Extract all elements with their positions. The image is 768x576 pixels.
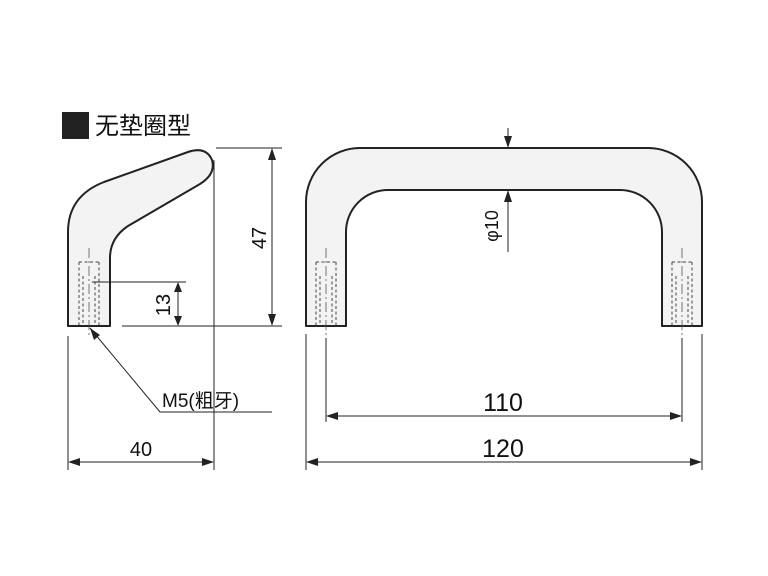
arrow-head bbox=[90, 328, 100, 340]
arrow-head bbox=[670, 412, 682, 420]
arrow-head bbox=[68, 458, 80, 466]
title-square-icon bbox=[62, 112, 89, 139]
drawing-title: 无垫圈型 bbox=[95, 112, 191, 140]
side-view: 47 13 M5(粗牙) 40 bbox=[67, 147, 282, 470]
thread-leader-line bbox=[89, 327, 272, 413]
diameter-label: φ10 bbox=[482, 210, 502, 242]
thread-callout-label: M5(粗牙) bbox=[162, 390, 239, 412]
arrow-head bbox=[306, 458, 318, 466]
arrow-head bbox=[268, 148, 276, 160]
arrow-head bbox=[504, 136, 512, 148]
arrow-head bbox=[174, 282, 182, 292]
overall-dimension-label: 120 bbox=[482, 435, 524, 463]
pitch-dimension-label: 110 bbox=[483, 389, 523, 417]
arrow-head bbox=[326, 412, 338, 420]
thread-depth-label: 13 bbox=[153, 294, 175, 316]
front-view: φ10 110 120 bbox=[305, 128, 703, 470]
height-dimension-label: 47 bbox=[249, 227, 271, 249]
arrow-head bbox=[268, 314, 276, 326]
arrow-head bbox=[504, 190, 512, 202]
arrow-head bbox=[174, 316, 182, 326]
arrow-head bbox=[202, 458, 214, 466]
arrow-head bbox=[690, 458, 702, 466]
handle-front-profile bbox=[305, 147, 703, 327]
handle-side-profile bbox=[67, 149, 214, 327]
depth-dimension-label: 40 bbox=[130, 439, 152, 461]
